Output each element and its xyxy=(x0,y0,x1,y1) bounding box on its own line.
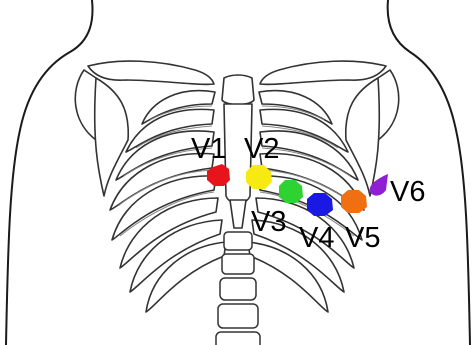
label-v3: V3 xyxy=(251,206,286,238)
label-v5: V5 xyxy=(345,222,380,254)
label-v2: V2 xyxy=(244,133,279,165)
label-v1: V1 xyxy=(191,133,226,165)
label-v6: V6 xyxy=(390,176,425,208)
label-v4: V4 xyxy=(299,222,334,254)
electrode-v5 xyxy=(341,190,367,213)
